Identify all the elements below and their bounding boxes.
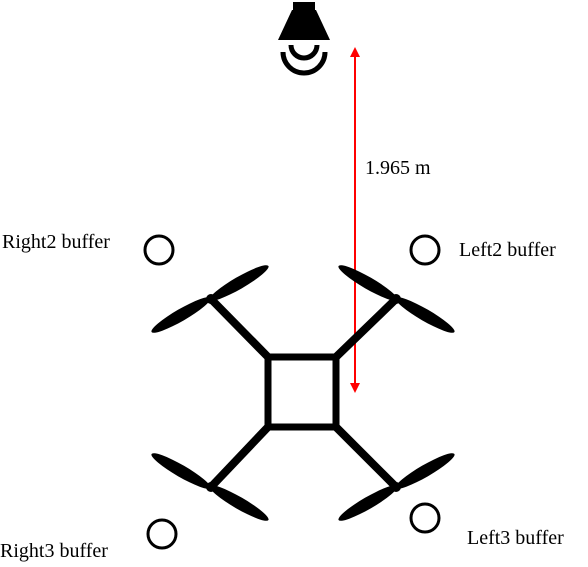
drone-body: [264, 353, 340, 431]
left2-buffer-label: Left2 buffer: [459, 239, 556, 261]
distance-label: 1.965 m: [365, 157, 431, 179]
right3-buffer-marker: [146, 518, 178, 550]
right2-buffer-marker: [143, 234, 175, 266]
propeller-bottom-right: [338, 453, 455, 521]
propeller-top-right: [338, 265, 455, 333]
quadcopter-icon: [151, 265, 455, 521]
left3-buffer-label: Left3 buffer: [467, 527, 564, 549]
drone-arm-top-left: [208, 296, 271, 360]
right3-buffer-label: Right3 buffer: [0, 540, 108, 562]
right2-buffer-label: Right2 buffer: [2, 231, 110, 253]
drone-arm-bottom-right: [333, 424, 399, 490]
drone-arm-top-right: [333, 296, 399, 360]
left3-buffer-marker: [409, 502, 441, 534]
left2-buffer-marker: [409, 234, 441, 266]
ceiling-light-icon: [278, 2, 330, 76]
propeller-bottom-left: [151, 453, 269, 521]
drone-arm-bottom-left: [208, 424, 271, 490]
propeller-top-left: [151, 265, 269, 333]
